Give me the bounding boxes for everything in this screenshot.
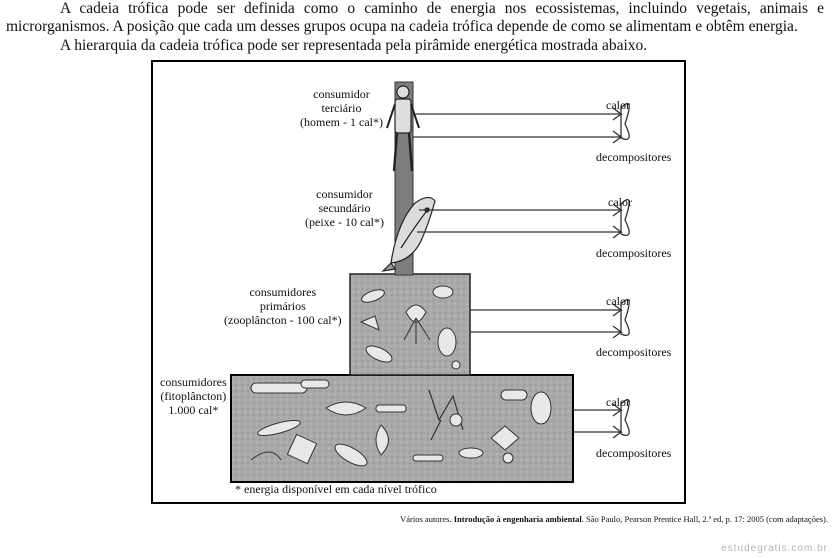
arrow-tertiary-heat <box>413 107 623 121</box>
label-secondary-consumer: consumidor secundário (peixe - 10 cal*) <box>305 187 384 229</box>
arrow-primary-decomposers <box>470 325 623 339</box>
heat-label-tertiary: calor <box>606 98 630 112</box>
intro-paragraph-2: A hierarquia da cadeia trófica pode ser … <box>60 37 648 54</box>
heat-label-producers: calor <box>606 395 630 409</box>
man-drawing <box>386 85 420 172</box>
fish-drawing <box>381 196 436 272</box>
energy-pyramid-diagram <box>230 81 630 483</box>
heat-label-secondary: calor <box>608 195 632 209</box>
decomposers-label-tertiary: decompositores <box>596 150 672 164</box>
source-citation: Vários autores. Introdução à engenharia … <box>400 514 828 524</box>
arrow-secondary-decomposers <box>417 225 623 239</box>
label-tertiary-consumer: consumidor terciário (homem - 1 cal*) <box>300 87 383 129</box>
intro-paragraph-1: A cadeia trófica pode ser definida como … <box>6 0 824 35</box>
site-watermark: estudegratis.com.br <box>721 543 828 554</box>
label-producers: consumidores (fitoplâncton) 1.000 cal* <box>160 375 227 417</box>
arrow-primary-heat <box>470 303 623 317</box>
energy-pyramid-figure <box>151 60 686 504</box>
arrow-secondary-heat <box>419 203 623 217</box>
energy-footnote: * energia disponível em cada nível trófi… <box>235 482 437 496</box>
arrow-tertiary-decomposers <box>413 130 623 144</box>
decomposers-label-secondary: decompositores <box>596 246 672 260</box>
heat-label-primary: calor <box>606 294 630 308</box>
label-primary-consumers: consumidores primários (zooplâncton - 10… <box>224 285 342 327</box>
arrow-producer-decomposers <box>573 425 623 439</box>
zooplankton-organisms <box>359 285 461 370</box>
phytoplankton-organisms <box>250 379 552 467</box>
decomposers-label-primary: decompositores <box>596 345 672 359</box>
energy-flow-arrows <box>413 103 630 439</box>
decomposers-label-producers: decompositores <box>596 446 672 460</box>
